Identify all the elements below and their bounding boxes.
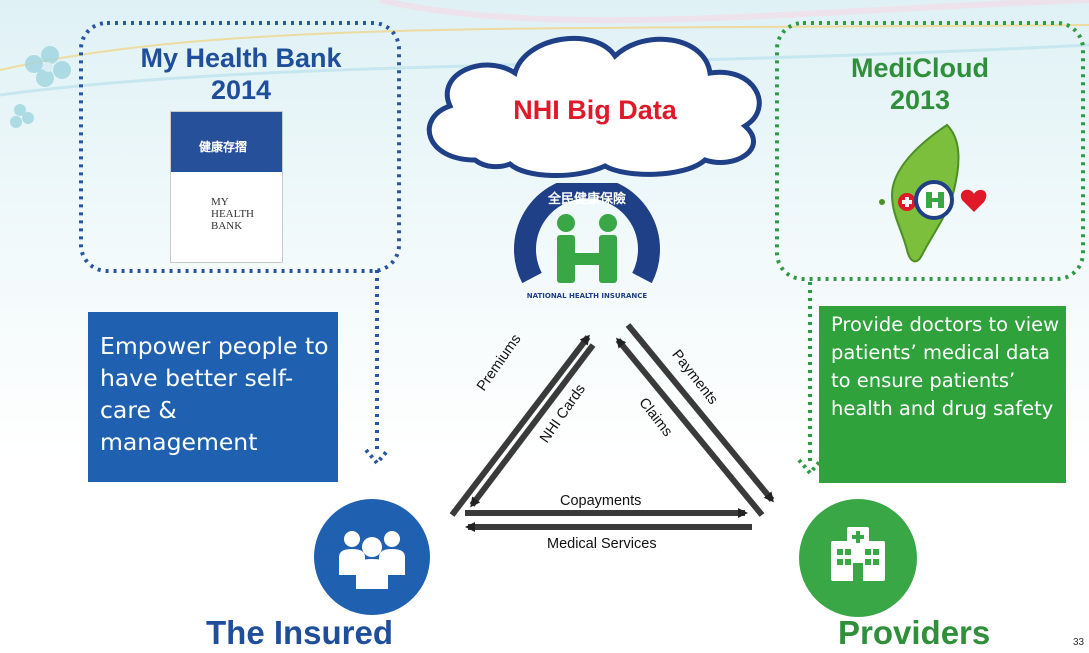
insured-label: The Insured [206, 614, 394, 651]
medical-services-label: Medical Services [547, 536, 657, 552]
page-number: 33 [1073, 637, 1085, 648]
flower-icon [10, 46, 71, 128]
hospital-icon [799, 499, 917, 617]
my-health-bank-title-line1: My Health Bank [140, 43, 342, 73]
providers-description-box: Provide doctors to view patients’ medica… [819, 306, 1066, 483]
cloud-icon [426, 35, 762, 179]
medicloud-title-line2: 2013 [889, 85, 951, 115]
booklet-band [171, 112, 282, 172]
providers-label: Providers [838, 614, 991, 651]
medicloud-title-line1: MediCloud [851, 53, 989, 83]
my-health-bank-title: My Health Bank 2014 [110, 42, 372, 106]
insured-description-box: Empower people to have better self-care … [88, 312, 338, 482]
nhi-logo-cn-text: 全民健康保險 [547, 192, 626, 207]
cloud-title: NHI Big Data [513, 95, 677, 125]
nhi-logo-icon [514, 183, 660, 284]
insured-description-text: Empower people to have better self-care … [100, 332, 329, 456]
medicloud-arrow [797, 282, 823, 477]
booklet-cn-title: 健康存摺 [199, 140, 248, 154]
nhi-logo-en-text: NATIONAL HEALTH INSURANCE [526, 292, 648, 300]
providers-description-text: Provide doctors to view patients’ medica… [831, 313, 1060, 420]
flow-arrows [449, 323, 775, 532]
payments-arrow [625, 323, 775, 503]
health-bank-arrow [364, 270, 390, 467]
claims-arrow [615, 337, 765, 517]
nhi-cards-arrow [469, 343, 596, 508]
insured-people-icon [314, 499, 430, 615]
taiwan-map-icon [879, 123, 987, 263]
medicloud-title: MediCloud 2013 [820, 52, 1020, 116]
medicloud-frame [775, 21, 1085, 281]
copayments-label: Copayments [560, 493, 642, 509]
premiums-arrow [449, 334, 591, 517]
my-health-bank-title-line2: 2014 [210, 75, 272, 105]
